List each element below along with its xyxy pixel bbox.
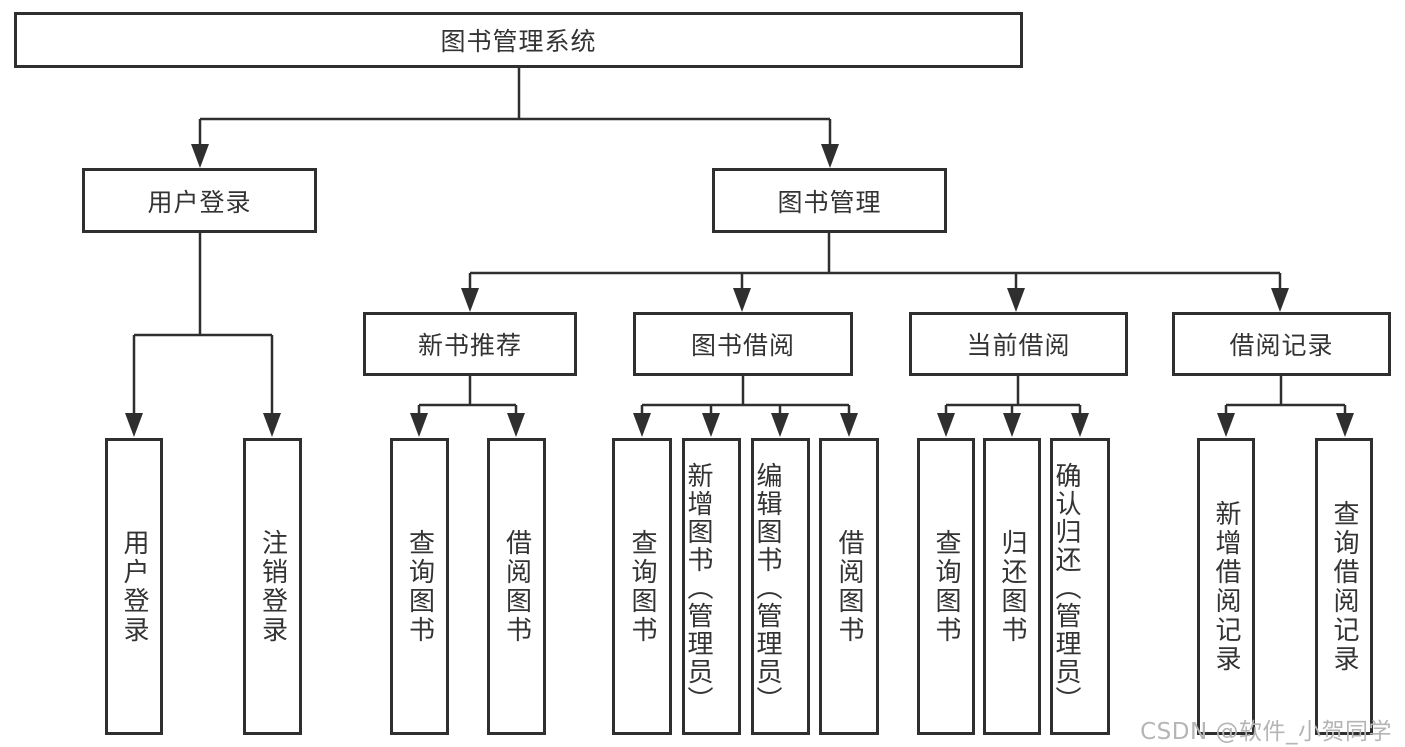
node-leaf-query-book-1: 查询图书 (390, 438, 449, 735)
connector-bookborrow-to-leaves (633, 376, 858, 437)
node-leaf-edit-book-admin: 编辑图书（管理员） (751, 438, 810, 735)
node-current-borrow: 当前借阅 (909, 312, 1128, 376)
connector-userlogin-to-leaves (125, 233, 281, 437)
connector-root-to-level2 (191, 68, 839, 168)
node-leaf-query-book-2-label: 查询图书 (627, 528, 657, 645)
node-leaf-query-book-1-label: 查询图书 (404, 528, 435, 645)
csdn-watermark: CSDN @软件_小贺同学 (1140, 719, 1392, 745)
node-leaf-logout: 注销登录 (243, 438, 302, 735)
node-leaf-return-book: 归还图书 (983, 438, 1041, 735)
node-leaf-query-book-3: 查询图书 (917, 438, 975, 735)
node-book-borrow-label: 图书借阅 (690, 331, 795, 360)
connector-borrowrecords-to-leaves (1217, 376, 1354, 437)
node-leaf-borrow-book-2: 借阅图书 (819, 438, 879, 735)
node-leaf-return-book-label: 归还图书 (997, 528, 1027, 645)
node-new-book-recommend: 新书推荐 (363, 312, 577, 376)
node-leaf-borrow-book-2-label: 借阅图书 (834, 528, 864, 645)
node-leaf-add-book-admin-label: 新增图书（管理员） (683, 462, 713, 714)
node-leaf-query-book-3-label: 查询图书 (931, 528, 961, 645)
node-user-login-label: 用户登录 (147, 187, 252, 217)
node-root: 图书管理系统 (14, 12, 1023, 68)
node-leaf-user-login: 用户登录 (105, 438, 163, 735)
node-leaf-add-book-admin: 新增图书（管理员） (682, 438, 741, 735)
node-leaf-query-borrow-record: 查询借阅记录 (1315, 438, 1373, 735)
node-leaf-logout-label: 注销登录 (257, 528, 288, 645)
node-book-management: 图书管理 (712, 168, 947, 233)
node-leaf-edit-book-admin-label: 编辑图书（管理员） (752, 462, 782, 714)
node-new-book-recommend-label: 新书推荐 (417, 331, 522, 360)
node-borrow-records: 借阅记录 (1172, 312, 1391, 376)
node-leaf-query-book-2: 查询图书 (612, 438, 672, 735)
node-user-login: 用户登录 (82, 168, 317, 233)
node-leaf-add-borrow-record: 新增借阅记录 (1197, 438, 1255, 735)
node-book-borrow: 图书借阅 (633, 312, 853, 376)
node-leaf-confirm-return-admin: 确认归还（管理员） (1050, 438, 1110, 735)
node-leaf-add-borrow-record-label: 新增借阅记录 (1211, 499, 1241, 674)
node-borrow-records-label: 借阅记录 (1229, 331, 1334, 360)
node-root-label: 图书管理系统 (440, 27, 597, 56)
connector-newbook-to-leaves (410, 376, 525, 437)
node-leaf-query-borrow-record-label: 查询借阅记录 (1329, 499, 1359, 674)
node-leaf-user-login-label: 用户登录 (119, 528, 149, 645)
connector-currentborrow-to-leaves (937, 376, 1089, 437)
node-leaf-borrow-book-1-label: 借阅图书 (501, 528, 532, 645)
connector-bookmgmt-to-level3 (461, 233, 1289, 312)
node-leaf-borrow-book-1: 借阅图书 (487, 438, 546, 735)
node-leaf-confirm-return-admin-label: 确认归还（管理员） (1051, 462, 1081, 714)
node-book-management-label: 图书管理 (777, 187, 882, 217)
node-current-borrow-label: 当前借阅 (966, 331, 1071, 360)
